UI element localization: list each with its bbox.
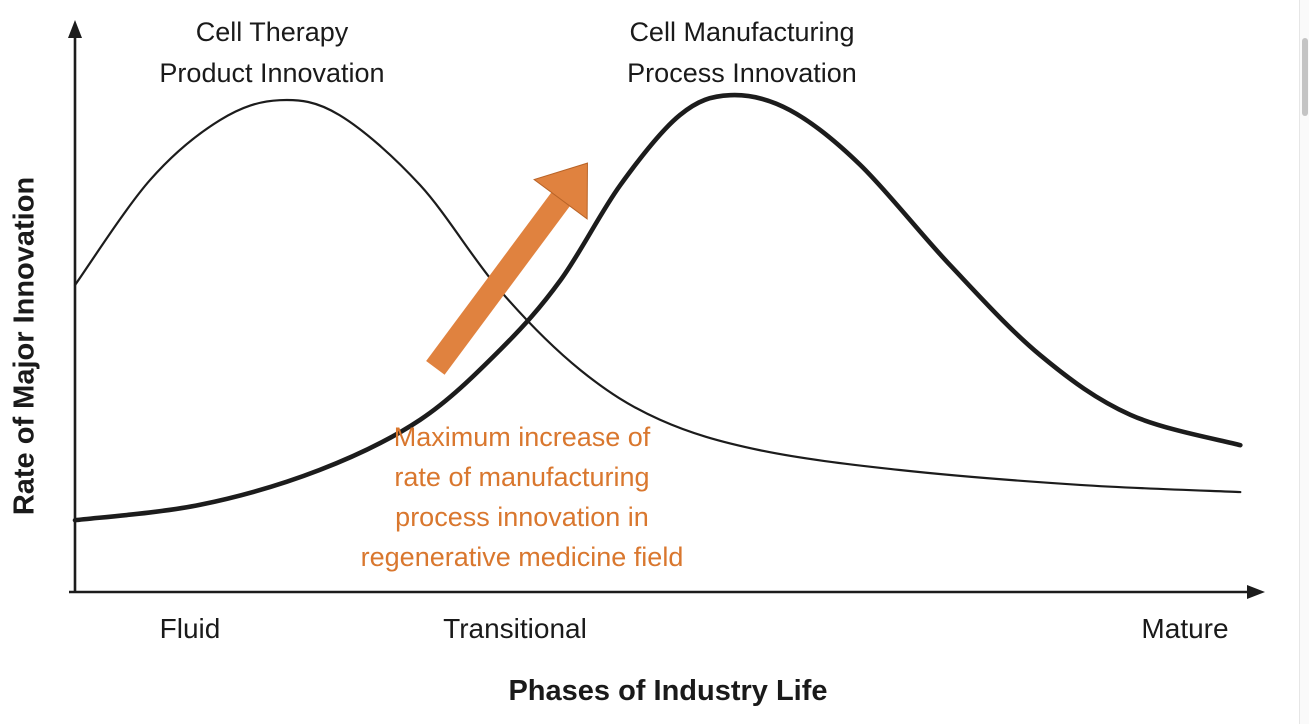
- x-tick-label-transitional: Transitional: [443, 613, 587, 644]
- scrollbar-track[interactable]: [1299, 0, 1309, 724]
- y-axis-title: Rate of Major Innovation: [8, 176, 41, 516]
- x-axis-title: Phases of Industry Life: [508, 675, 828, 707]
- x-tick-label-fluid: Fluid: [159, 613, 221, 644]
- x-tick-label-mature: Mature: [1141, 613, 1229, 644]
- curve-label-process-innovation: Cell Manufacturing Process Innovation: [627, 17, 857, 88]
- scrollbar-thumb[interactable]: [1302, 38, 1308, 116]
- annotation-max-increase-text: Maximum increase of rate of manufacturin…: [360, 422, 684, 572]
- curve-label-product-innovation: Cell Therapy Product Innovation: [159, 17, 385, 88]
